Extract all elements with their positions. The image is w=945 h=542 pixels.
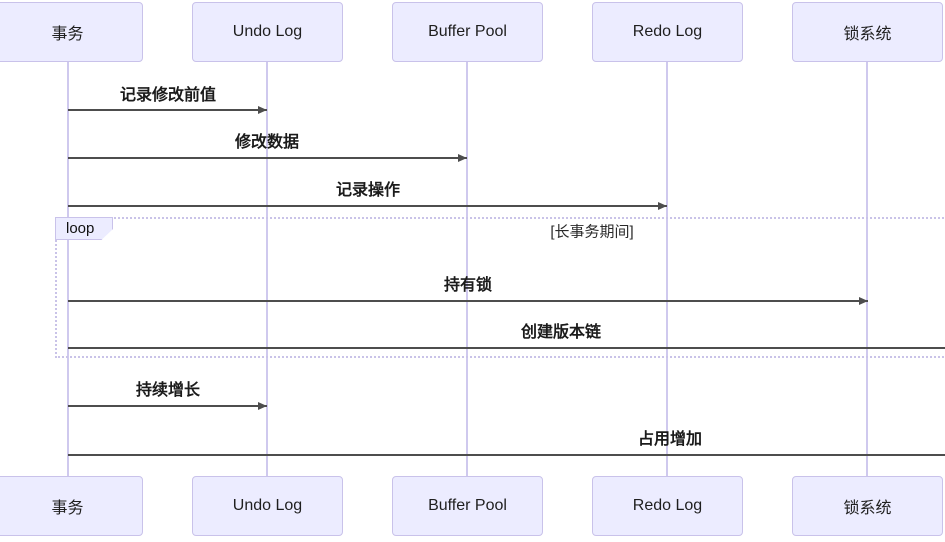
- actor-top-buffer-pool-label: Buffer Pool: [428, 23, 507, 40]
- lifeline-lock-system: [866, 62, 868, 476]
- lifeline-redo-log: [666, 62, 668, 476]
- actor-top-transaction-label: 事务: [51, 26, 84, 43]
- message-6-line: [68, 405, 267, 407]
- message-5-line: [68, 347, 945, 349]
- lifeline-buffer-pool: [466, 62, 468, 476]
- message-1-arrowhead-icon: [258, 105, 267, 114]
- message-6-arrowhead-icon: [258, 401, 267, 410]
- message-2-label: 修改数据: [234, 134, 300, 151]
- actor-bottom-lock-system: 锁系统: [792, 476, 943, 536]
- message-3-arrowhead-icon: [658, 201, 667, 210]
- actor-top-lock-system-label: 锁系统: [843, 26, 892, 43]
- actor-top-transaction: 事务: [0, 2, 143, 62]
- actor-bottom-buffer-pool: Buffer Pool: [392, 476, 543, 536]
- message-4-label: 持有锁: [443, 277, 493, 294]
- actor-bottom-redo-log: Redo Log: [592, 476, 743, 536]
- lifeline-transaction: [67, 62, 69, 476]
- loop-label: loop: [55, 217, 113, 240]
- message-4-arrowhead-icon: [859, 296, 868, 305]
- lifeline-undo-log: [266, 62, 268, 476]
- loop-condition: [长事务期间]: [550, 223, 634, 241]
- message-2-line: [68, 157, 467, 159]
- actor-bottom-lock-system-label: 锁系统: [843, 500, 892, 517]
- message-4-line: [68, 300, 868, 302]
- actor-top-undo-log: Undo Log: [192, 2, 343, 62]
- actor-bottom-transaction-label: 事务: [51, 500, 84, 517]
- message-2-arrowhead-icon: [458, 153, 467, 162]
- actor-bottom-undo-log-label: Undo Log: [232, 497, 303, 514]
- actor-bottom-buffer-pool-label: Buffer Pool: [428, 497, 507, 514]
- actor-bottom-undo-log: Undo Log: [192, 476, 343, 536]
- message-3-line: [68, 205, 667, 207]
- message-6-label: 持续增长: [135, 382, 201, 399]
- message-3-label: 记录操作: [335, 182, 401, 199]
- actor-top-redo-log-label: Redo Log: [632, 23, 703, 40]
- loop-frame: [55, 217, 945, 358]
- message-1-line: [68, 109, 267, 111]
- message-7-label: 占用增加: [637, 431, 703, 448]
- actor-bottom-redo-log-label: Redo Log: [632, 497, 703, 514]
- actor-bottom-transaction: 事务: [0, 476, 143, 536]
- message-5-label: 创建版本链: [520, 324, 602, 341]
- actor-top-redo-log: Redo Log: [592, 2, 743, 62]
- actor-top-buffer-pool: Buffer Pool: [392, 2, 543, 62]
- actor-top-undo-log-label: Undo Log: [232, 23, 303, 40]
- message-7-line: [68, 454, 945, 456]
- message-1-label: 记录修改前值: [119, 87, 217, 104]
- actor-top-lock-system: 锁系统: [792, 2, 943, 62]
